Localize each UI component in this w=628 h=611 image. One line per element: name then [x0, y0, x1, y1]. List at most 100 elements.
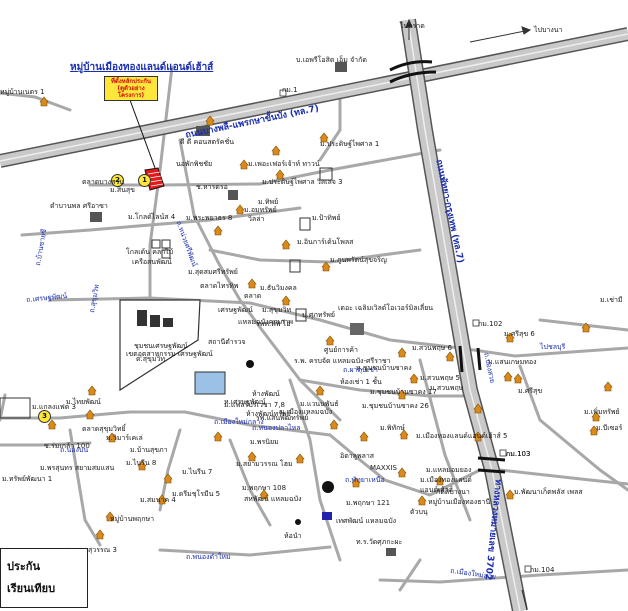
place-label: ตลาดสุขุมวิทยิ์ — [82, 425, 126, 433]
place-label: โกลเด้น คลาไม้ — [126, 248, 174, 256]
place-label: ห้างพัฒน์ — [252, 390, 280, 398]
place-label: ม.ศุภทรัพย์ — [302, 311, 335, 319]
house-icon — [163, 473, 173, 484]
place-label: เทศพัฒน์ แหลมฉบัง — [336, 517, 397, 525]
main-highway — [0, 27, 628, 168]
marker-number-1[interactable]: 1 — [138, 174, 151, 187]
place-label: ม.อินการ์เด้นโพลส — [297, 238, 354, 246]
label-to-bangna: ไปบางนา — [534, 26, 563, 34]
place-label: ม.แฟลร์บริเวชา 7,8 — [224, 401, 285, 409]
road-label-phanomdam: ถ.พนองดำใหม่ — [186, 553, 231, 561]
house-icon — [581, 322, 591, 333]
place-label: ม.แหลมอมยอง — [426, 466, 472, 474]
place-label: ศูนย์การค้า — [324, 346, 358, 354]
place-label: ม.เพอะเฟอร์เจ้าท์ ทาวน์ — [248, 160, 320, 168]
place-label: ม.ป้าทิพย์ — [312, 214, 341, 222]
km-label: กม.103 — [506, 450, 531, 458]
place-label: ม.พรนิยม — [250, 438, 279, 446]
road-minor — [518, 364, 628, 492]
house-icon — [503, 371, 513, 382]
place-label: กม.1 — [282, 86, 298, 94]
label-to-trat: ไปตราด — [400, 22, 425, 30]
place-label: ม.โกลด์ไลน์ส 4 — [128, 213, 176, 221]
place-label: ม.วิมาร์เคเล่ — [106, 434, 143, 442]
road-minor — [0, 393, 7, 422]
house-icon — [399, 429, 409, 440]
building-icon — [386, 548, 396, 556]
road-label-to-chonburi: ไปชลบุรี — [540, 343, 566, 351]
place-label: ม.ชุมชนบ้านซาคง 17 — [370, 388, 437, 396]
house-icon — [213, 225, 223, 236]
place-label: ห.เศรษฐพัฒน์ — [224, 398, 266, 406]
place-label: ม.ชุมชนบ้านซาคง 26 — [362, 402, 429, 410]
place-label: ม.สินสุข — [110, 186, 135, 194]
road-minor — [288, 378, 342, 562]
building-icons — [0, 62, 396, 556]
place-label: ม.พฤกษา 108 — [242, 484, 287, 492]
house-icon — [247, 451, 257, 462]
house-icon — [87, 385, 97, 396]
interchange-mark — [389, 60, 506, 474]
place-label: สหพัฒน์ แหลมฉบัง — [244, 495, 302, 503]
place-label: ตลาดไทรทิพ — [200, 282, 239, 290]
place-label: ม.ประดิษฐ์ไพศาล วิลเลจ 3 — [262, 178, 343, 186]
place-label: อิตาลูพลาส — [340, 452, 375, 460]
place-label: ม.พัฒนาเก็ตพลัส เพลส — [514, 488, 583, 496]
house-icon — [205, 115, 215, 126]
place-label: MAXXIS — [370, 464, 397, 472]
place-label: ม.พฤกษา 121 — [346, 499, 391, 507]
road-minor — [318, 93, 342, 162]
building-icon — [322, 512, 332, 520]
place-label: ม.ดรีมชุโรมีน 5 — [172, 490, 221, 498]
building-icon — [0, 397, 31, 419]
place-label: ซ.ร่มเกล้า 100 — [44, 442, 90, 450]
place-label: สถานีตำรวจ — [208, 338, 246, 346]
house-icon — [329, 419, 339, 430]
road-minor — [148, 65, 174, 302]
house-icon — [435, 475, 445, 486]
building-icon — [151, 239, 161, 249]
house-icon — [321, 261, 331, 272]
marker-number-3[interactable]: 3 — [38, 410, 51, 423]
place-label: ม.บ้านสุขภา — [130, 446, 168, 454]
place-label: รพท.พิพิ ไอ — [256, 320, 291, 328]
place-label: ร.พ. ครบจัด แหลมฉบัง-ศรีราชา — [294, 357, 391, 365]
place-label: บ.เอพรีโอสิต เอ็ม จำกัด — [296, 56, 367, 64]
place-label: ม.พระพยาธร 8 — [186, 214, 233, 222]
place-label: ม.สวนพฤษ — [430, 384, 464, 392]
place-label: เดอะ เฉลิมเวิลด์โอเวอร์มิลเลี่ยน — [338, 304, 434, 312]
place-label: ม.ไทยพัฒน์ — [66, 398, 101, 406]
place-label: ม.ไนรีน 8 — [126, 459, 157, 467]
house-icon — [473, 403, 483, 414]
road-minor — [158, 545, 332, 557]
place-label: เขตอุตสาหกรรม เศรษฐพัฒน์ — [126, 350, 213, 358]
house-markers — [39, 96, 613, 540]
place-label: ม.ศรีสุข — [518, 387, 543, 395]
building-icon — [335, 62, 347, 72]
place-label: ตัวบนุ — [410, 508, 428, 516]
building-icon — [161, 249, 171, 259]
place-label: เศรษฐพัฒน์ — [218, 306, 253, 314]
road-label-nongpla: ถ.หนองปลาไหล — [252, 424, 301, 432]
road-minor — [88, 148, 442, 187]
house-icon — [505, 332, 515, 343]
house-icon — [275, 169, 285, 180]
landmark-icon — [246, 360, 254, 368]
place-label: เครือสนพัฒน์ — [132, 258, 172, 266]
road-minor — [68, 428, 102, 547]
house-icon — [513, 373, 523, 384]
house-icon — [409, 373, 419, 384]
building-icon — [194, 371, 226, 395]
place-label: ม.เพิ่มทรัพย์ — [584, 408, 620, 416]
place-label: หมู่บ้านพฤกษา — [110, 515, 155, 523]
building-icon — [228, 190, 238, 200]
place-label: นอพักพิชชัย — [176, 160, 213, 168]
house-icon — [247, 278, 257, 289]
house-icon — [351, 477, 361, 488]
road-minor — [298, 378, 472, 398]
house-icon — [95, 529, 105, 540]
road-minor — [398, 558, 422, 592]
marker-number-2[interactable]: 2 — [111, 174, 124, 187]
place-label: แหลมฉบังคุณภาพ — [238, 318, 293, 326]
promo-callout[interactable]: ที่ตั้งหลักประกัน (ดูตัวอย่างโครงการ) — [104, 76, 158, 101]
